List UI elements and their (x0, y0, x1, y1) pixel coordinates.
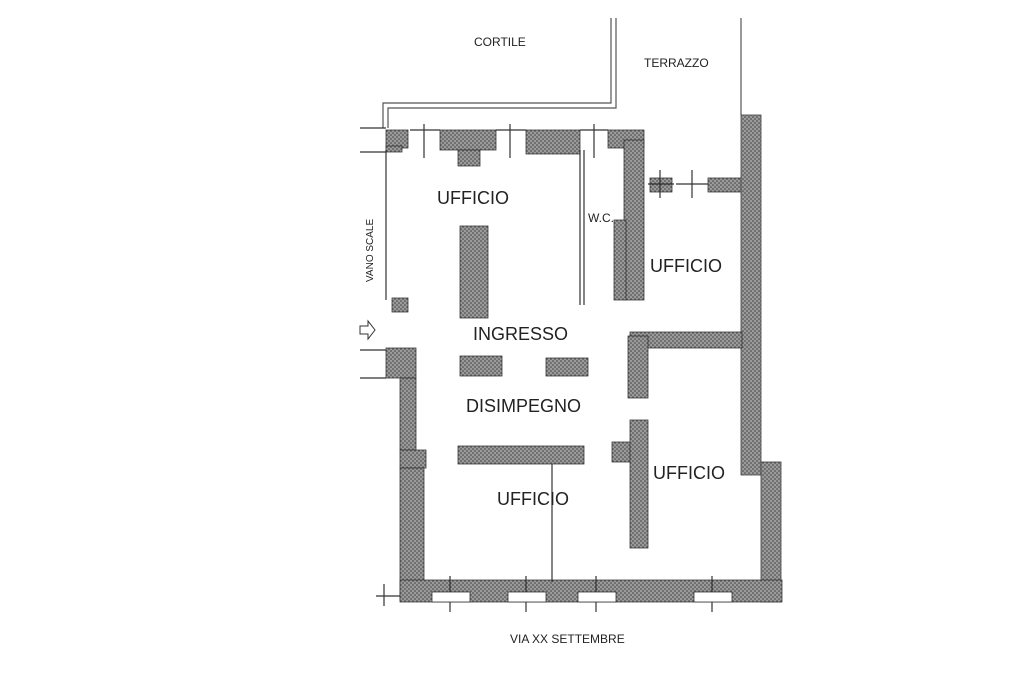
interior-partitions (457, 225, 649, 549)
label-ufficio-top-left: UFFICIO (437, 188, 509, 208)
label-street: VIA XX SETTEMBRE (510, 632, 625, 646)
exterior-boundary-lines (382, 18, 742, 128)
label-ufficio-right-top: UFFICIO (650, 256, 722, 276)
window-openings (431, 591, 733, 603)
entrance-arrow-icon (359, 319, 376, 341)
label-disimpegno: DISIMPEGNO (466, 396, 581, 416)
exterior-walls (385, 114, 783, 603)
label-terrazzo: TERRAZZO (644, 56, 709, 70)
label-ufficio-right-bottom: UFFICIO (653, 463, 725, 483)
label-wc: W.C. (588, 211, 614, 225)
label-ufficio-bottom: UFFICIO (497, 489, 569, 509)
label-ingresso: INGRESSO (473, 324, 568, 344)
label-vano-scale: VANO SCALE (365, 219, 376, 282)
label-cortile: CORTILE (474, 35, 526, 49)
